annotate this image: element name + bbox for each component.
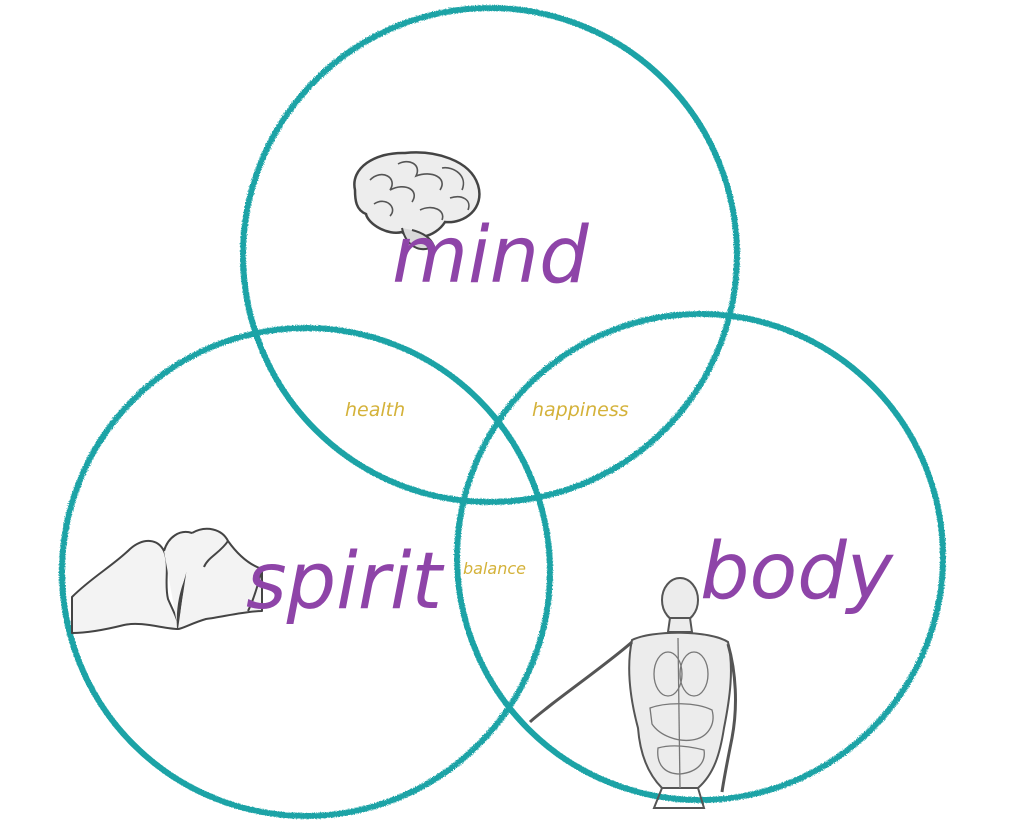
overlap-label-happiness: happiness — [532, 399, 629, 421]
brain-icon — [353, 151, 481, 251]
spirit-label: spirit — [246, 537, 445, 627]
overlap-label-health: health — [345, 399, 405, 421]
body-circle — [454, 311, 946, 803]
mind-label: mind — [392, 211, 589, 301]
human-body-icon — [528, 577, 737, 809]
overlap-label-balance: balance — [463, 559, 526, 578]
heart-hands-icon — [71, 527, 263, 634]
spirit-circle — [59, 325, 553, 819]
body-label: body — [700, 527, 895, 617]
mind-circle — [240, 5, 740, 505]
